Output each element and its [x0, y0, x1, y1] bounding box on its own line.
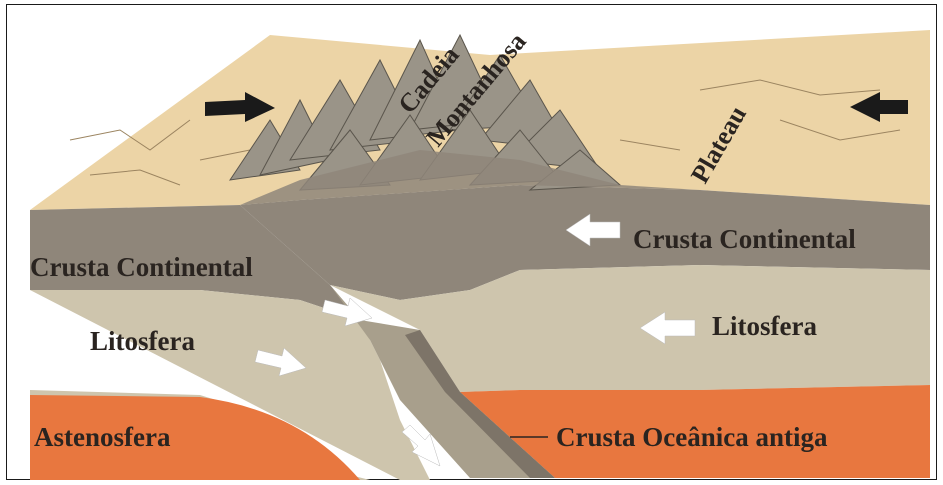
label-litho-right: Litosfera: [712, 311, 817, 341]
label-astheno: Astenosfera: [34, 422, 171, 452]
label-litho-left: Litosfera: [90, 326, 195, 356]
label-crust-left: Crusta Continental: [30, 252, 253, 282]
label-crust-right: Crusta Continental: [633, 224, 856, 254]
label-oceanic: Crusta Oceânica antiga: [556, 422, 828, 452]
